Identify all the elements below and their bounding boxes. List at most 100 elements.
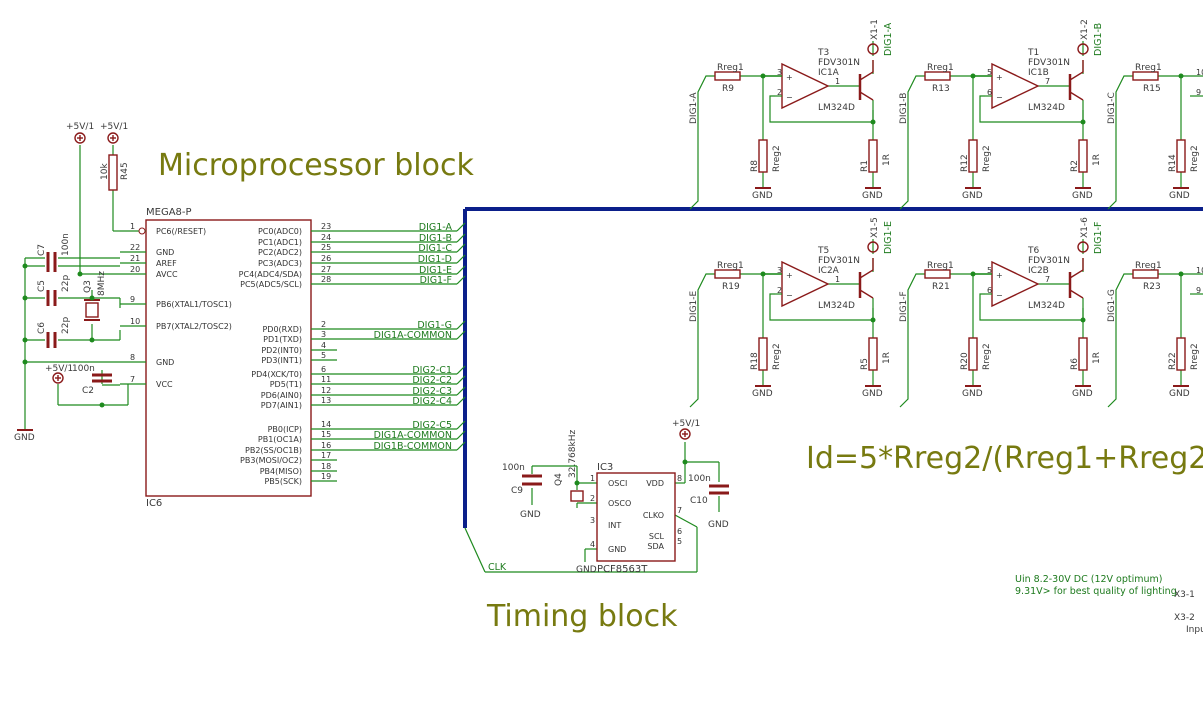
opamp-ref: IC2A [818, 266, 840, 276]
rtc-left-pin-number: 2 [590, 494, 595, 503]
x3-1-label: X3-1 [1174, 590, 1195, 600]
rreg1-resistor [924, 71, 951, 81]
net-label: DIG2-C2 [412, 375, 452, 386]
net-label: DIG2-C5 [412, 420, 452, 431]
transistor-emitter [859, 289, 874, 299]
rtc-right-pin-number: 6 [677, 527, 682, 536]
gnd-label: GND [1169, 191, 1190, 201]
output-net: DIG1-E [883, 221, 894, 254]
wire [899, 75, 925, 210]
driver-ic2a: +−DIG1-ERreg1R19T5FDV301NIC2ALM324D321R1… [689, 217, 894, 408]
data-bus [463, 207, 1203, 528]
output-net: DIG1-A [883, 22, 894, 56]
wire [689, 273, 715, 408]
output-ref: X1-6 [1080, 217, 1090, 238]
transistor-emitter [1069, 91, 1084, 101]
transistor-part: FDV301N [818, 58, 860, 68]
rreg2-ref: R18 [750, 352, 760, 370]
partial-driver-circuits: DIG1-CRreg1R15R14Rreg2GND109DIG1-GRreg1R… [1107, 63, 1203, 408]
sense-ref: R6 [1070, 358, 1080, 370]
net-label: DIG2-C1 [412, 365, 452, 376]
mcu-right-pin-number: 27 [321, 265, 331, 274]
opamp-ref: IC2B [1028, 266, 1049, 276]
transistor-ref: T3 [817, 48, 829, 58]
driver-net-label: DIG1-E [689, 290, 699, 322]
net-label: DIG1-G [417, 320, 452, 331]
rtc-left-pin-name: OSCI [608, 479, 627, 488]
mcu-left-pin-number: 1 [130, 222, 135, 231]
junction [760, 73, 766, 79]
mcu-left-pin-number: 8 [130, 353, 135, 362]
output-connector [1077, 241, 1089, 253]
c9-gnd: GND [520, 510, 541, 520]
supply-label-3: +5V/1 [45, 364, 73, 374]
bus-entry [456, 243, 466, 253]
output-ref: X1-5 [870, 217, 880, 238]
bus-entry [456, 420, 466, 430]
mcu-right-pin-name: PD3(INT1) [261, 356, 302, 365]
opamp-pin-plus: 3 [777, 68, 782, 77]
rtc-right-pin-number: 7 [677, 506, 682, 515]
sense-resistor [868, 139, 878, 173]
rreg1-label: Rreg1 [717, 261, 744, 271]
rtc-gnd: GND [576, 565, 597, 575]
rreg2-value: Rreg2 [982, 145, 992, 172]
bus-entry [456, 365, 466, 375]
gnd-label: GND [1169, 389, 1190, 399]
output-ref: X1-1 [870, 19, 880, 40]
opamp-ref: IC1B [1028, 68, 1049, 78]
net-label: DIG1B-COMMON [373, 441, 452, 452]
r45-value: 10k [100, 163, 110, 180]
transistor-collector [859, 60, 874, 81]
mcu-right-pin-number: 18 [321, 462, 331, 471]
opamp-pin-out: 7 [1045, 275, 1050, 284]
opamp-symbol [781, 260, 830, 308]
left-junctions [22, 263, 105, 408]
driver-ic2b: +−DIG1-FRreg1R21T6FDV301NIC2BLM324D567R2… [899, 217, 1104, 408]
net-label: DIG1A-COMMON [374, 430, 452, 441]
gnd-label-left: GND [14, 433, 35, 443]
output-net: DIG1-F [1093, 222, 1104, 254]
rreg2-resistor [968, 139, 978, 173]
opamp-pin-minus: 6 [987, 286, 992, 295]
reset-inversion-bubble [138, 227, 146, 235]
mcu-right-pin-name: PD7(AIN1) [261, 401, 302, 410]
sense-value: 1R [882, 154, 892, 166]
opamp-part: LM324D [1028, 103, 1065, 113]
r45-ref: R45 [120, 162, 130, 180]
net-label: DIG1-D [418, 254, 452, 265]
rtc-left-pin-name: GND [608, 545, 626, 554]
opamp-part: LM324D [1028, 301, 1065, 311]
mcu-left-pin-name: AVCC [156, 270, 178, 279]
mcu-right-pin-name: PD4(XCK/T0) [251, 370, 302, 379]
gnd-label: GND [962, 389, 983, 399]
rtc-right-pin-name: CLKO [643, 511, 664, 520]
input-label: Inpu [1186, 625, 1203, 635]
rreg1-label: Rreg1 [927, 63, 954, 73]
c9-value: 100n [502, 463, 525, 473]
rreg1-ref: R15 [1143, 84, 1161, 94]
bus-entry [456, 320, 466, 330]
mcu-right-pin-number: 6 [321, 365, 326, 374]
mcu-right-pin-number: 12 [321, 386, 331, 395]
net-label: DIG1A-COMMON [374, 330, 452, 341]
junction [1178, 73, 1184, 79]
q4-value: 32.768kHz [568, 430, 578, 478]
c10-ref: C10 [690, 496, 708, 506]
c5-ref: C5 [37, 280, 47, 292]
rreg1-resistor [714, 269, 741, 279]
mcu-name: MEGA8-P [146, 207, 192, 218]
gnd-label: GND [1072, 191, 1093, 201]
bus-entry [456, 441, 466, 451]
driver-ic1b: +−DIG1-BRreg1R13T1FDV301NIC1BLM324D567R1… [899, 19, 1104, 210]
gnd-label: GND [1072, 389, 1093, 399]
q4-ref: Q4 [554, 473, 564, 486]
opamp-pin-plus: 3 [777, 266, 782, 275]
sense-resistor [1078, 139, 1088, 173]
opamp-symbol [781, 62, 830, 110]
q3-ref: Q3 [83, 280, 93, 293]
sense-resistor [1078, 337, 1088, 371]
rreg2-resistor [758, 337, 768, 371]
